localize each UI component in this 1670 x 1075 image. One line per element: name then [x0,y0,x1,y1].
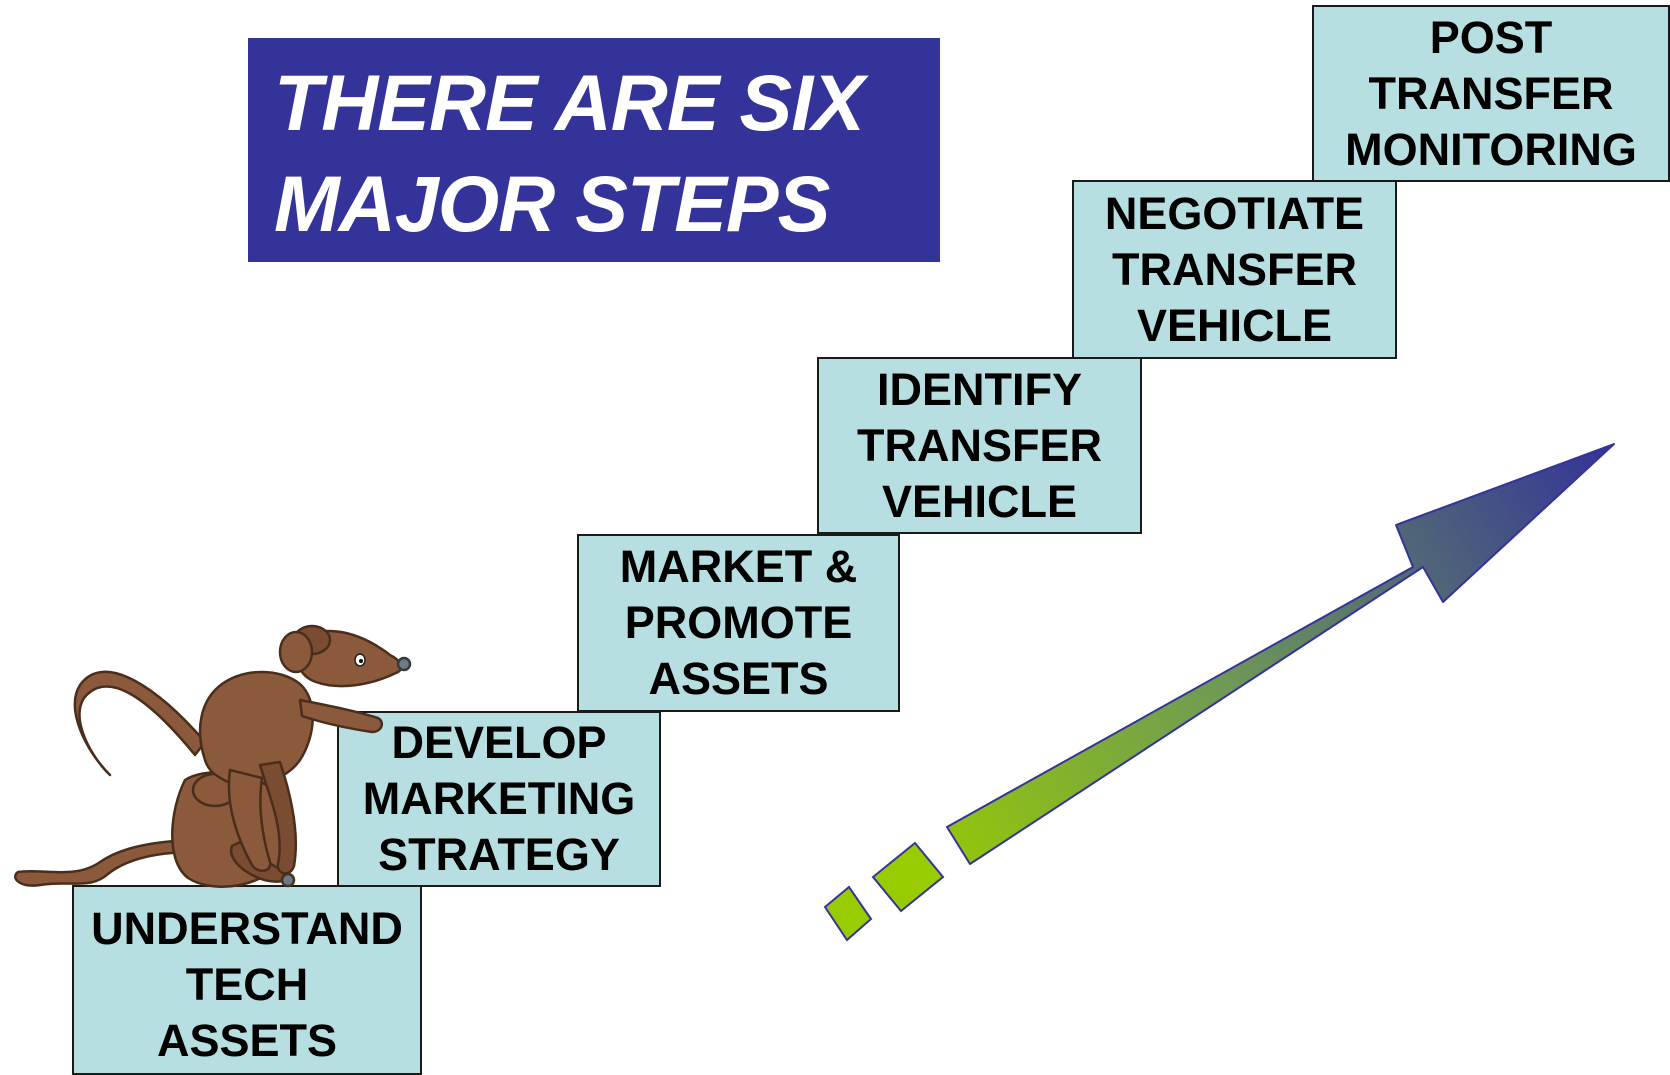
step-develop-marketing-strategy: DEVELOP MARKETING STRATEGY [337,711,661,887]
step-label-line: DEVELOP [391,717,607,768]
step-label-line: VEHICLE [881,475,1078,527]
step-label-line: NEGOTIATE [1104,187,1365,239]
step-market-promote-assets: MARKET & PROMOTE ASSETS [577,534,900,712]
step-understand-tech-assets: UNDERSTAND TECH ASSETS [72,885,422,1075]
arrow-dash-small [823,885,873,942]
step-label-line: TECH [185,959,309,1010]
step-label-line: UNDERSTAND [91,903,403,954]
step-label-line: ASSETS [648,653,829,704]
step-label-line: TRANSFER [1368,67,1614,119]
step-label-line: PROMOTE [624,597,853,648]
title-line-2: MAJOR STEPS [274,159,830,248]
upward-arrow-icon [823,443,1615,942]
step-post-transfer-monitoring: POST TRANSFER MONITORING [1312,5,1670,182]
title-banner: THERE ARE SIX MAJOR STEPS [248,38,940,262]
step-label-line: POST [1429,11,1553,63]
step-identify-transfer-vehicle: IDENTIFY TRANSFER VEHICLE [817,357,1142,534]
step-label-line: TRANSFER [857,419,1102,471]
title-line-1: THERE ARE SIX [274,58,865,147]
step-label-line: ASSETS [156,1015,338,1066]
step-label-line: MONITORING [1345,123,1637,175]
mouse-climbing-icon [14,624,412,889]
arrow-shaft-head [946,443,1615,865]
arrow-dash-medium [871,841,945,913]
step-label-line: MARKETING [362,773,636,824]
step-label-line: IDENTIFY [876,363,1082,415]
step-label-line: MARKET & [619,541,858,592]
step-negotiate-transfer-vehicle: NEGOTIATE TRANSFER VEHICLE [1072,180,1397,359]
step-label-line: TRANSFER [1112,243,1357,295]
step-label-line: STRATEGY [378,829,620,880]
step-label-line: VEHICLE [1136,299,1333,351]
